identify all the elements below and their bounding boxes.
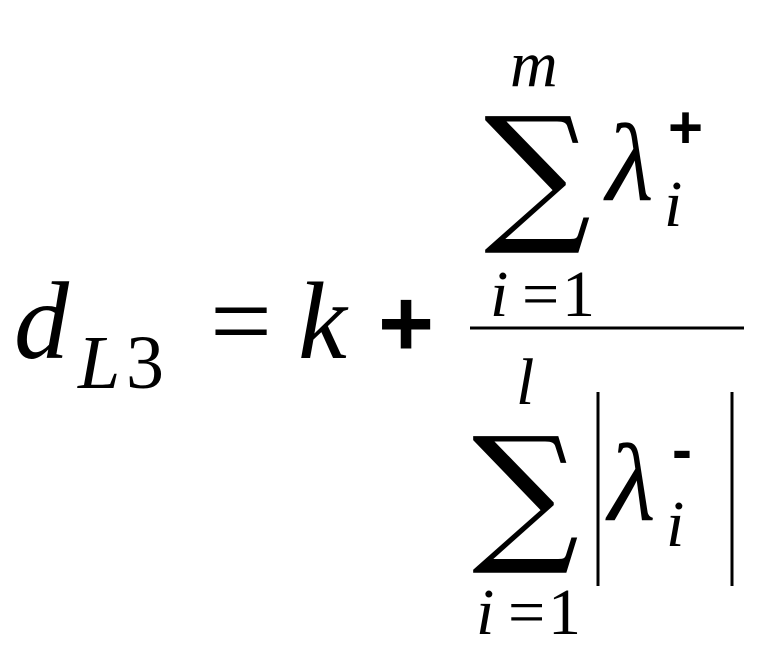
plus-sign: +: [378, 270, 434, 377]
numerator-upper-limit: m: [510, 28, 558, 101]
numerator-lower-equals: =: [522, 258, 559, 331]
numerator-subscript: i: [664, 168, 682, 241]
numerator-lambda: λ: [603, 102, 654, 224]
denominator-lambda: λ: [605, 422, 656, 544]
numerator-sum-icon: ∑: [484, 86, 591, 260]
lhs-subscript-number: 3: [126, 321, 164, 405]
denominator-upper-limit: l: [516, 346, 534, 419]
numerator-superscript: +: [668, 94, 703, 161]
denominator-subscript: i: [666, 488, 684, 561]
denominator-lower-index: i: [476, 576, 494, 649]
denominator-lower-value: 1: [548, 576, 581, 649]
lhs-subscript-letter: L: [77, 321, 120, 405]
equals-sign: =: [210, 260, 272, 382]
k-variable: k: [298, 260, 349, 382]
numerator-lower-value: 1: [562, 258, 595, 331]
denominator-lower-equals: =: [508, 576, 545, 649]
numerator-lower-index: i: [490, 258, 508, 331]
denominator-superscript: -: [672, 416, 692, 483]
denominator-sum-icon: ∑: [472, 406, 579, 580]
lhs-variable: d: [14, 260, 70, 382]
